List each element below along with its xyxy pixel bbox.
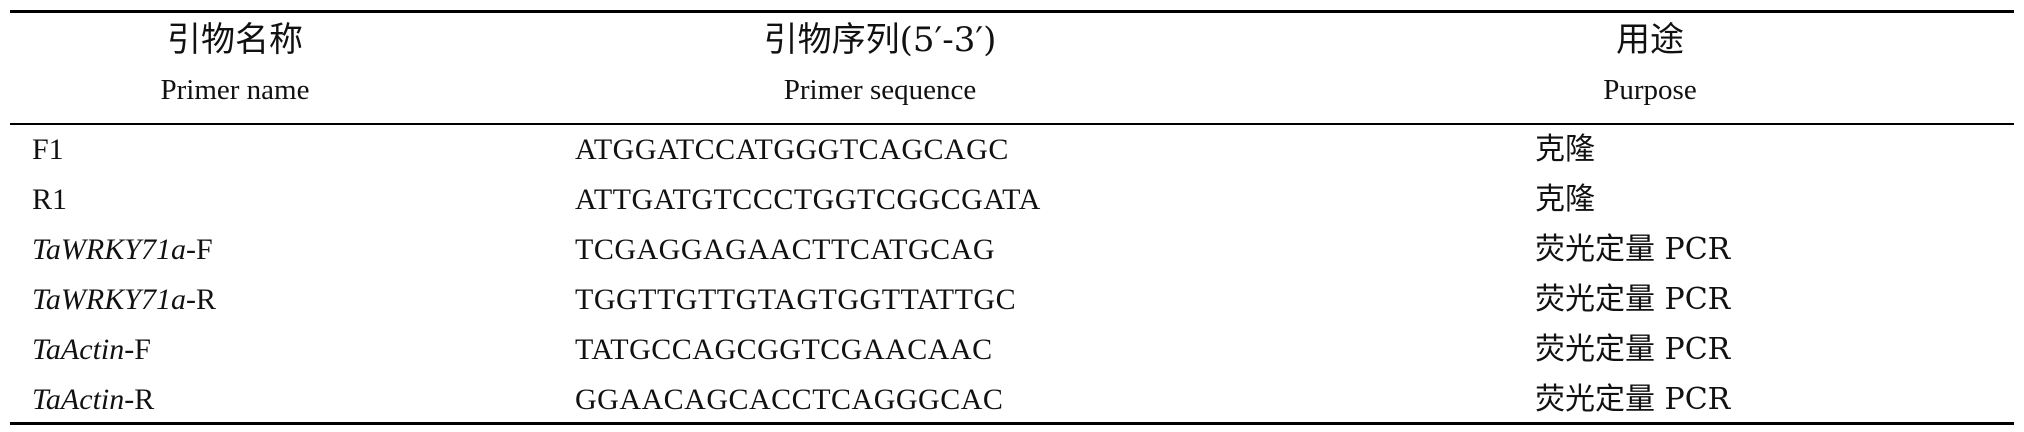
primer-gene-name: TaWRKY71a [32, 283, 186, 316]
primer-name-cell: R1 [32, 175, 67, 225]
primer-name-cell: F1 [32, 125, 64, 175]
primer-name-suffix: R1 [32, 183, 68, 216]
primer-name-suffix: -R [124, 383, 155, 416]
primer-sequence-cell: TATGCCAGCGGTCGAACAAC [575, 333, 993, 366]
table-row: F1 ATGGATCCATGGGTCAGCAGC 克隆 [0, 125, 2024, 175]
primer-gene-name: TaWRKY71a [32, 233, 186, 266]
table-top-rule [10, 10, 2014, 13]
header-purpose-zh: 用途 [1616, 20, 1684, 60]
primer-sequence-cell: ATTGATGTCCCTGGTCGGCGATA [575, 183, 1041, 216]
primer-gene-name: TaActin [32, 333, 125, 366]
header-primer-sequence-en: Primer sequence [783, 74, 977, 106]
table-row: TaWRKY71a-R TGGTTGTTGTAGTGGTTATTGC 荧光定量 … [0, 275, 2024, 325]
table-row: R1 ATTGATGTCCCTGGTCGGCGATA 克隆 [0, 175, 2024, 225]
primer-gene-name: TaActin [32, 383, 125, 416]
header-purpose-en: Purpose [1603, 74, 1697, 106]
primer-sequence-cell: ATGGATCCATGGGTCAGCAGC [575, 133, 1009, 166]
table-bottom-rule [10, 422, 2014, 425]
header-primer-sequence-zh: 引物序列(5′-3′) [763, 20, 997, 60]
primer-name-cell: TaWRKY71a-F [32, 225, 213, 275]
header-purpose: 用途 Purpose [1500, 20, 1800, 108]
primer-purpose-cell: 荧光定量 PCR [1535, 332, 1731, 367]
primer-name-cell: TaActin-R [32, 375, 154, 425]
primer-name-suffix: -F [124, 333, 151, 366]
primer-sequence-cell: GGAACAGCACCTCAGGGCAC [575, 383, 1004, 416]
table-header-rule [10, 123, 2014, 125]
primer-sequence-cell: TCGAGGAGAACTTCATGCAG [575, 233, 995, 266]
primer-purpose-cell: 荧光定量 PCR [1535, 232, 1731, 267]
primer-name-suffix: -F [185, 233, 213, 266]
primer-purpose-cell: 荧光定量 PCR [1535, 282, 1731, 317]
primer-name-cell: TaWRKY71a-R [32, 275, 216, 325]
header-primer-sequence: 引物序列(5′-3′) Primer sequence [520, 20, 1240, 108]
primer-purpose-cell: 荧光定量 PCR [1535, 382, 1731, 417]
primer-name-cell: TaActin-F [32, 325, 151, 375]
header-primer-name: 引物名称 Primer name [0, 20, 470, 108]
header-primer-name-zh: 引物名称 [167, 20, 303, 60]
primer-name-suffix: -R [185, 283, 216, 316]
table-body: F1 ATGGATCCATGGGTCAGCAGC 克隆 R1 ATTGATGTC… [0, 125, 2024, 425]
primer-sequence-cell: TGGTTGTTGTAGTGGTTATTGC [575, 283, 1017, 316]
table-row: TaActin-F TATGCCAGCGGTCGAACAAC 荧光定量 PCR [0, 325, 2024, 375]
header-primer-name-en: Primer name [160, 74, 310, 106]
table-row: TaActin-R GGAACAGCACCTCAGGGCAC 荧光定量 PCR [0, 375, 2024, 425]
table-row: TaWRKY71a-F TCGAGGAGAACTTCATGCAG 荧光定量 PC… [0, 225, 2024, 275]
primer-purpose-cell: 克隆 [1535, 132, 1595, 167]
primer-purpose-cell: 克隆 [1535, 182, 1595, 217]
primer-name-suffix: F1 [32, 133, 64, 166]
